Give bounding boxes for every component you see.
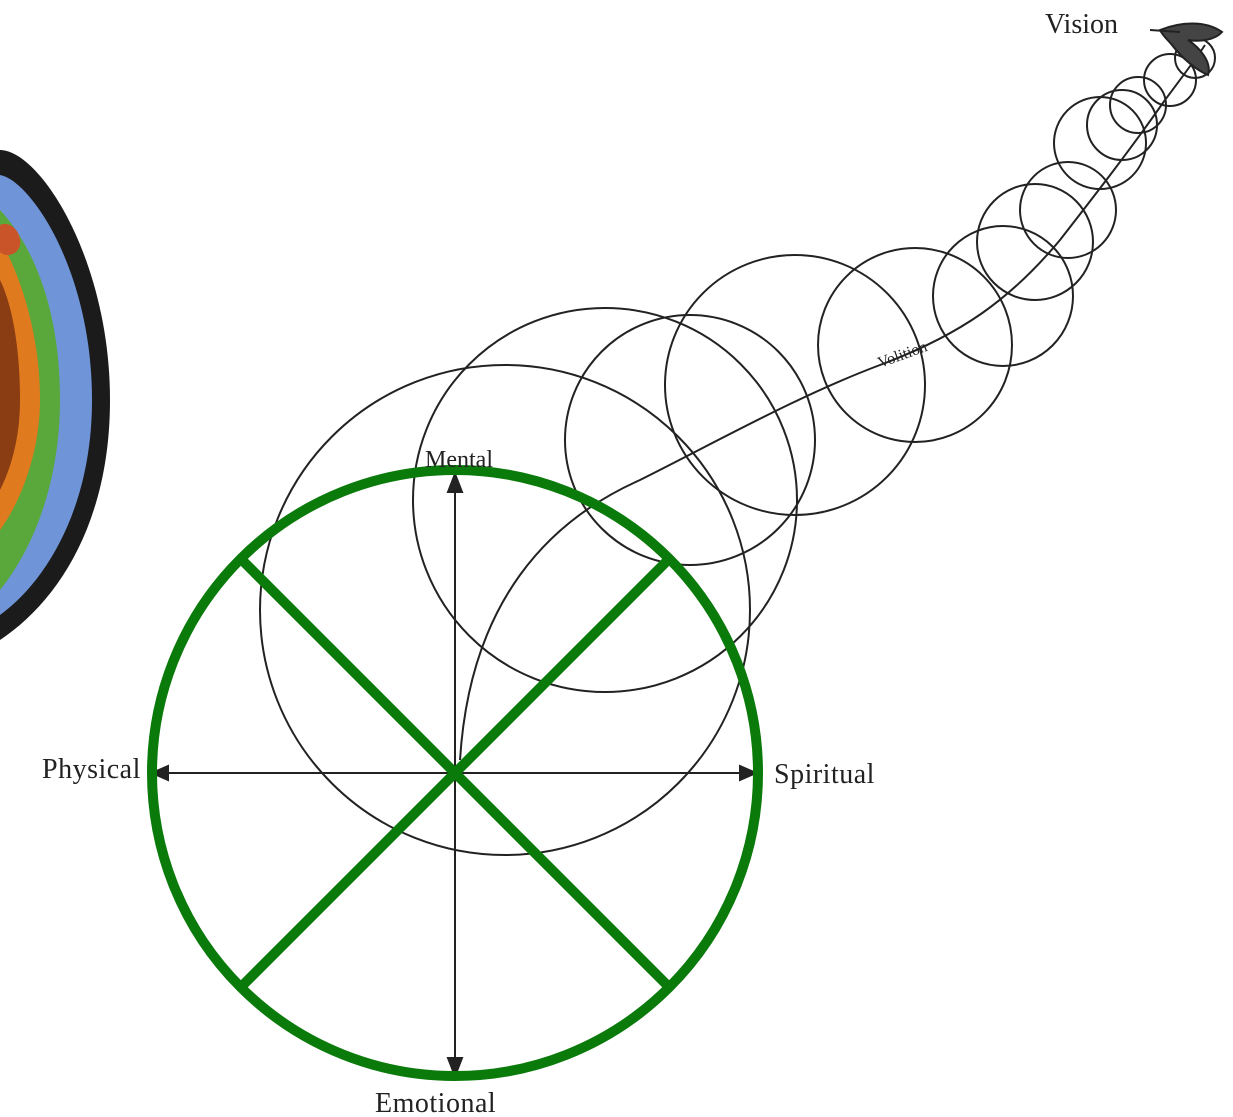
mental-label: Mental xyxy=(425,447,493,473)
physical-label: Physical xyxy=(42,754,141,785)
spiritual-label: Spiritual xyxy=(774,759,875,790)
circle-11 xyxy=(1110,77,1166,133)
emotional-label: Emotional xyxy=(375,1088,496,1117)
circle-3 xyxy=(565,315,815,565)
volition-label: Volition xyxy=(876,338,930,372)
vision-label: Vision xyxy=(1045,9,1118,40)
painted-shield-image xyxy=(0,150,110,640)
ascending-circles xyxy=(260,38,1215,855)
circle-7 xyxy=(977,184,1093,300)
circle-2 xyxy=(413,308,797,692)
bird-icon xyxy=(1150,24,1222,76)
up-arrow-icon xyxy=(448,474,462,492)
